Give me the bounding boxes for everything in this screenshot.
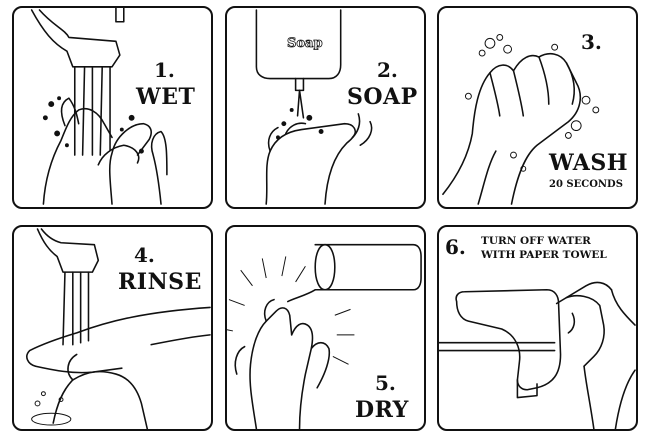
step-3-duration: 20 SECONDS bbox=[549, 179, 623, 190]
step-3-wash-panel: 3. WASH 20 SECONDS bbox=[437, 6, 638, 209]
step-6-label-line-1: TURN OFF WATER bbox=[481, 235, 591, 247]
rinse-hands-faucet-illustration bbox=[26, 228, 211, 429]
step-6-label-line-2: WITH PAPER TOWEL bbox=[481, 249, 607, 261]
step-6-number: 6. bbox=[445, 235, 466, 259]
step-4-rinse-panel: 4. RINSE bbox=[12, 225, 213, 431]
step-3-number: 3. bbox=[581, 30, 602, 54]
step-4-number: 4. bbox=[134, 243, 155, 267]
turn-off-faucet-towel-illustration bbox=[439, 281, 636, 429]
step-5-number: 5. bbox=[375, 371, 396, 395]
step-1-wet-panel: 1. WET bbox=[12, 6, 213, 209]
soap-dispenser-text: Soap bbox=[287, 36, 323, 52]
step-1-label: WET bbox=[136, 84, 196, 110]
step-3-label: WASH bbox=[549, 150, 629, 176]
step-6-turn-off-panel: 6. TURN OFF WATER WITH PAPER TOWEL bbox=[437, 225, 638, 431]
drying-hands-towel-illustration bbox=[227, 243, 422, 429]
wet-hands-faucet-illustration bbox=[30, 8, 168, 205]
step-5-label: DRY bbox=[355, 397, 409, 423]
soap-dispenser-hands-illustration bbox=[255, 9, 373, 205]
washing-hands-lather-illustration bbox=[442, 33, 600, 205]
step-2-soap-panel: Soap 2. SOAP bbox=[225, 6, 426, 209]
step-1-number: 1. bbox=[154, 58, 175, 82]
step-5-dry-panel: 5. DRY bbox=[225, 225, 426, 431]
step-4-label: RINSE bbox=[118, 269, 202, 295]
step-2-label: SOAP bbox=[347, 84, 418, 110]
step-2-number: 2. bbox=[377, 58, 398, 82]
